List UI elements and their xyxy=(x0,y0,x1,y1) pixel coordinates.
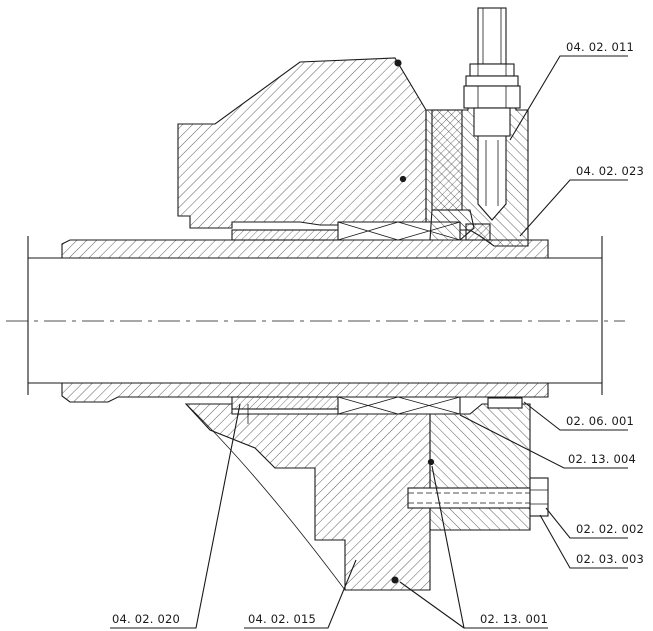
shaft xyxy=(6,236,625,395)
label-04-02-011: 04. 02. 011 xyxy=(566,40,634,54)
label-04-02-020: 04. 02. 020 xyxy=(112,612,180,626)
label-02-06-001: 02. 06. 001 xyxy=(566,414,634,428)
label-04-02-023: 04. 02. 023 xyxy=(576,164,644,178)
upper-gland-body xyxy=(177,57,427,229)
label-02-03-003: 02. 03. 003 xyxy=(576,552,644,566)
shaft-sleeve xyxy=(61,239,549,403)
pipe-fitting xyxy=(463,7,521,221)
label-02-13-004: 02. 13. 004 xyxy=(568,452,636,466)
lower-gland-body xyxy=(184,403,435,591)
label-04-02-015: 04. 02. 015 xyxy=(248,612,316,626)
label-02-13-001: 02. 13. 001 xyxy=(480,612,548,626)
upper-seal-faces xyxy=(231,209,491,241)
lower-seal-faces xyxy=(231,396,461,424)
label-02-02-002: 02. 02. 002 xyxy=(576,522,644,536)
leader-lines xyxy=(110,55,628,629)
stud-bolt xyxy=(407,477,549,517)
lower-gland-ring xyxy=(429,397,531,531)
